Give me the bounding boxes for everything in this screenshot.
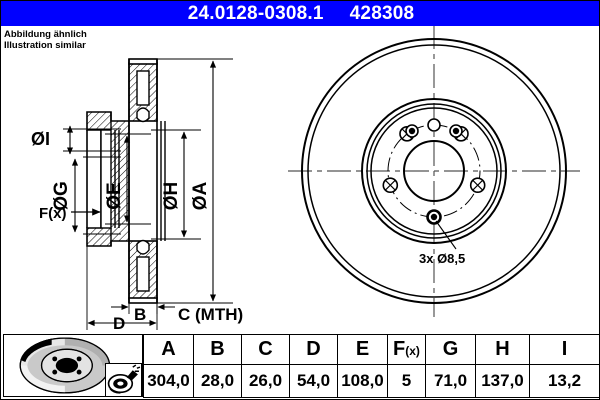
- illustration-note: Abbildung ähnlich Illustration similar: [4, 29, 87, 51]
- value-cell-d: 54,0: [289, 364, 338, 398]
- callout-small-holes: 3x Ø8,5: [419, 220, 465, 266]
- label-diameter-e: ØE: [104, 182, 125, 209]
- hat-ring-1: [366, 103, 502, 239]
- label-force-fx: F(x): [39, 205, 67, 222]
- centre-bore: [403, 140, 465, 202]
- value-cell-f: 5: [387, 364, 426, 398]
- table-header-row: A B C D E F(x) G H I: [143, 334, 599, 365]
- header-cell-f-sub: (x): [405, 344, 420, 358]
- header-cell-i: I: [529, 334, 599, 365]
- label-diameter-i: ØI: [31, 129, 50, 149]
- brake-disc-photo: [19, 337, 111, 394]
- header-cell-b: B: [193, 334, 242, 365]
- locator-hole: [427, 118, 441, 132]
- header-cell-g: G: [425, 334, 476, 365]
- value-cell-h: 137,0: [475, 364, 530, 398]
- hat-outer-ring: [361, 98, 507, 244]
- value-cell-a: 304,0: [143, 364, 194, 398]
- dimension-thickness-c: C (MTH): [157, 302, 243, 324]
- part-number: 24.0128-0308.1: [187, 3, 324, 24]
- coating-icon-box: [105, 363, 142, 397]
- hat-ring-2: [370, 107, 498, 235]
- small-holes-8-5: [405, 124, 463, 224]
- dimension-depth-d: D: [86, 246, 158, 333]
- article-number: 428308: [349, 3, 415, 24]
- illustration-note-de: Abbildung ähnlich: [4, 29, 87, 40]
- header-cell-c: C: [241, 334, 290, 365]
- value-cell-g: 71,0: [425, 364, 476, 398]
- disc-friction-edge: [307, 44, 561, 298]
- dimension-diameter-g: ØG: [51, 156, 121, 235]
- friction-ring-top: [128, 58, 158, 123]
- value-cell-b: 28,0: [193, 364, 242, 398]
- illustration-note-en: Illustration similar: [4, 40, 86, 51]
- label-thickness-c: C (MTH): [178, 305, 243, 324]
- value-cell-i: 13,2: [529, 364, 599, 398]
- label-diameter-g: ØG: [51, 181, 72, 211]
- value-cell-e: 108,0: [337, 364, 388, 398]
- table-value-row: 304,0 28,0 26,0 54,0 108,0 5 71,0 137,0 …: [143, 364, 599, 398]
- label-diameter-h: ØH: [161, 182, 182, 211]
- dimension-force-fx: F(x): [39, 205, 101, 222]
- dimension-diameter-h: ØH: [151, 129, 201, 240]
- centre-lines: [288, 26, 580, 317]
- value-cell-c: 26,0: [241, 364, 290, 398]
- front-view: 3x Ø8,5: [288, 26, 580, 317]
- label-diameter-a: ØA: [190, 181, 211, 210]
- dimension-diameter-i: ØI: [31, 125, 121, 155]
- header-cell-h: H: [475, 334, 530, 365]
- label-small-holes: 3x Ø8,5: [419, 251, 465, 266]
- disc-outer-edge: [301, 38, 567, 304]
- label-depth-d: D: [113, 314, 125, 333]
- dimension-diameter-e: ØE: [104, 133, 151, 225]
- header-cell-d: D: [289, 334, 338, 365]
- cross-section-view: ØI ØG ØE ØH: [31, 58, 243, 333]
- label-thickness-b: B: [134, 305, 146, 324]
- dimension-diameter-a: ØA: [157, 58, 233, 304]
- specification-table: A B C D E F(x) G H I 304,0 28,0 26,0 54,…: [143, 334, 599, 398]
- technical-drawing: ØI ØG ØE ØH: [31, 26, 580, 333]
- spray-coating-icon: [107, 364, 141, 394]
- header-cell-f: F(x): [387, 334, 426, 365]
- header-cell-a: A: [143, 334, 194, 365]
- header-cell-f-main: F: [393, 338, 406, 360]
- friction-ring-bottom: [128, 239, 158, 304]
- disc-hat-section: [86, 111, 130, 247]
- dimension-thickness-b: B: [111, 303, 175, 324]
- header-cell-e: E: [337, 334, 388, 365]
- header-banner: 24.0128-0308.1 428308: [1, 1, 599, 26]
